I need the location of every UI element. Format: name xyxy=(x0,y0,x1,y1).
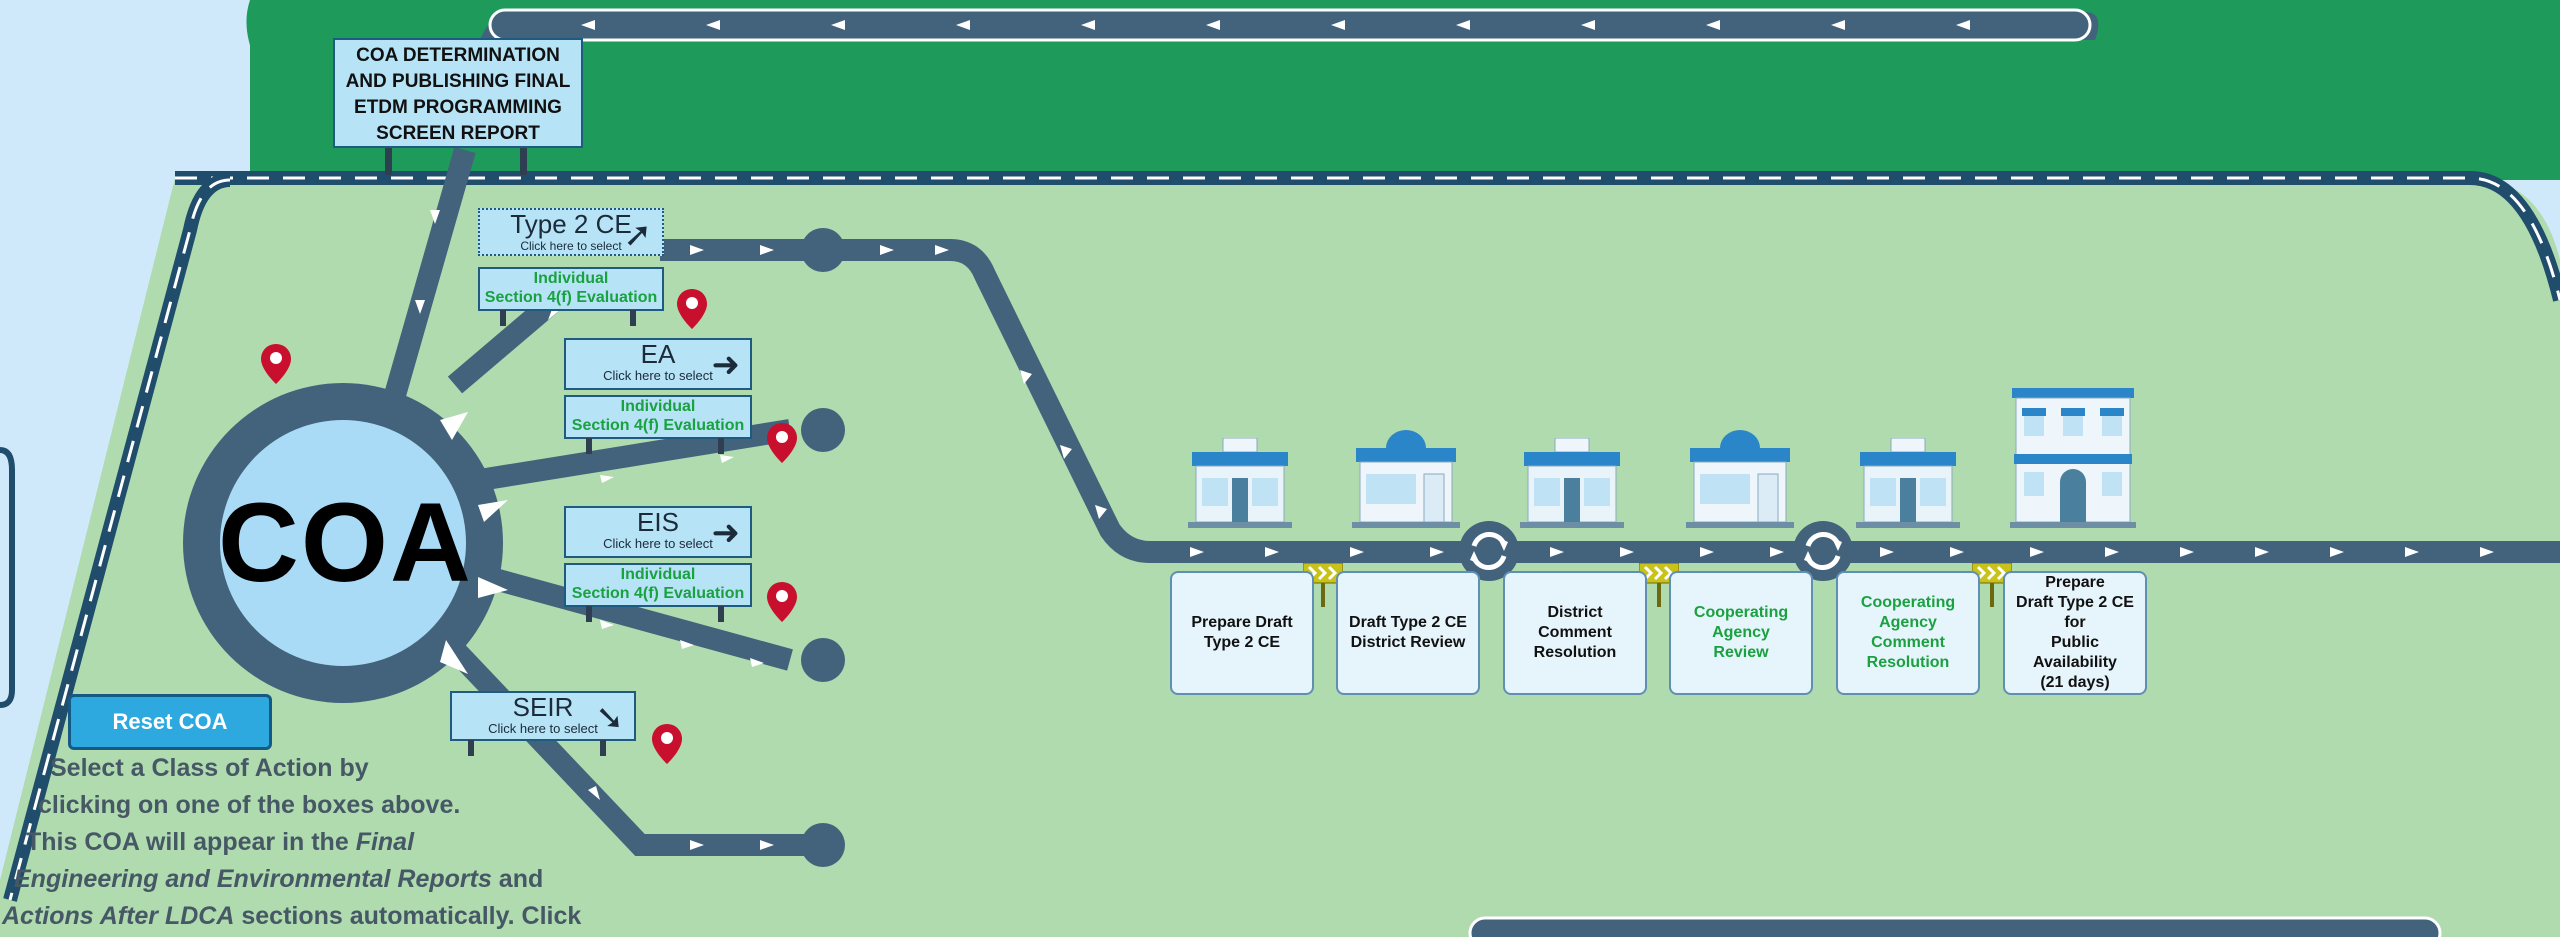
arrow-right-icon: ➜ xyxy=(711,514,741,552)
sign-post xyxy=(630,310,636,326)
sign-post xyxy=(718,606,724,622)
location-pin-icon xyxy=(261,344,291,384)
arrow-down-right-icon: ➘ xyxy=(595,699,625,737)
sign-post xyxy=(500,310,506,326)
coa-determination-sign: COA DETERMINATION AND PUBLISHING FINAL E… xyxy=(333,38,583,148)
option-subtitle: Click here to select xyxy=(520,239,622,253)
sign-post xyxy=(586,606,592,622)
storefront-icon xyxy=(1686,430,1794,528)
option-title: Type 2 CE xyxy=(510,209,632,239)
section4f-evaluation-ea: Individual Section 4(f) Evaluation xyxy=(564,395,752,439)
coa-option-ea[interactable]: EA Click here to select ➜ xyxy=(564,338,752,390)
location-pin-icon xyxy=(767,423,797,463)
step-cooperating-agency-review[interactable]: Cooperating Agency Review xyxy=(1669,571,1813,695)
step-district-comment-resolution[interactable]: District Comment Resolution xyxy=(1503,571,1647,695)
step-public-availability[interactable]: Prepare Draft Type 2 CE for Public Avail… xyxy=(2003,571,2147,695)
step-prepare-draft[interactable]: Prepare Draft Type 2 CE xyxy=(1170,571,1314,695)
sign-post xyxy=(586,438,592,454)
office-building-icon xyxy=(2010,388,2136,528)
coa-option-type2ce[interactable]: Type 2 CE Click here to select ➚ xyxy=(478,208,664,256)
roundabout-icon xyxy=(1459,521,1519,581)
step-cooperating-agency-comment-resolution[interactable]: Cooperating Agency Comment Resolution xyxy=(1836,571,1980,695)
reset-coa-button[interactable]: Reset COA xyxy=(68,694,272,750)
instruction-line: Engineering and Environmental Reports an… xyxy=(14,865,544,893)
location-pin-icon xyxy=(677,289,707,329)
arrow-right-icon: ➜ xyxy=(711,346,741,384)
storefront-icon xyxy=(1520,438,1624,528)
option-title: EA xyxy=(640,339,676,369)
section4f-evaluation-type2ce: Individual Section 4(f) Evaluation xyxy=(478,267,664,311)
sign-post xyxy=(718,438,724,454)
location-pin-icon xyxy=(652,724,682,764)
option-title: EIS xyxy=(637,507,679,537)
storefront-icon xyxy=(1352,430,1460,528)
instruction-line: Select a Class of Action by xyxy=(50,754,369,782)
instructions-text: Select a Class of Action by clicking on … xyxy=(0,750,620,935)
instruction-line: clicking on one of the boxes above. xyxy=(38,791,461,819)
storefront-icon xyxy=(1856,438,1960,528)
sign-post xyxy=(468,740,474,756)
option-title: SEIR xyxy=(512,692,574,722)
option-subtitle: Click here to select xyxy=(603,368,713,383)
coa-option-seir[interactable]: SEIR Click here to select ➘ xyxy=(450,691,636,741)
instruction-line: This COA will appear in the Final xyxy=(26,828,415,856)
arrow-up-right-icon: ➚ xyxy=(623,216,653,254)
section4f-evaluation-eis: Individual Section 4(f) Evaluation xyxy=(564,563,752,607)
step-district-review[interactable]: Draft Type 2 CE District Review xyxy=(1336,571,1480,695)
sign-post xyxy=(600,740,606,756)
coa-option-eis[interactable]: EIS Click here to select ➜ xyxy=(564,506,752,558)
location-pin-icon xyxy=(767,582,797,622)
option-subtitle: Click here to select xyxy=(603,536,713,551)
coa-label: COA xyxy=(218,480,473,605)
option-subtitle: Click here to select xyxy=(488,721,598,736)
roundabout-icon xyxy=(1793,521,1853,581)
chevron-flag-icon xyxy=(1972,563,2012,607)
storefront-icon xyxy=(1188,438,1292,528)
instruction-line: Actions After LDCA sections automaticall… xyxy=(2,902,582,930)
